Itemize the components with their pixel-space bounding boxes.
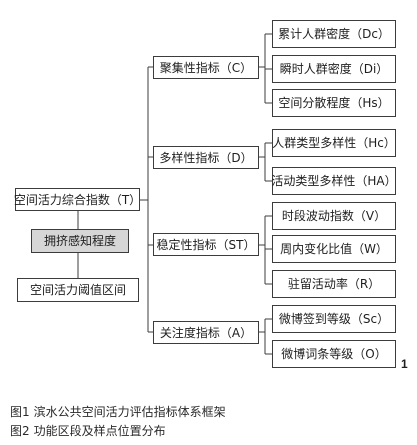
indicator-weekly-ratio: 周内变化比值（W） [272,235,396,263]
group-attention: 关注度指标（A） [153,321,259,344]
root-node: 空间活力综合指数（T） [14,188,141,211]
caption-number: 图2 [10,424,30,438]
group-stability: 稳定性指标（ST） [153,233,259,256]
indicator-activity-diversity: 活动类型多样性（HA） [271,167,397,195]
page-number: 1 [401,357,408,371]
caption-number: 图1 [10,405,30,419]
indicator-crowd-diversity: 人群类型多样性（Hc） [272,129,396,157]
indicator-stay-rate: 驻留活动率（R） [272,270,396,298]
indicator-period-fluctuation: 时段波动指数（V） [272,202,396,230]
caption-text: 滨水公共空间活力评估指标体系框架 [33,405,226,419]
group-diversity: 多样性指标（D） [153,146,259,169]
indicator-weibo-checkin: 微博签到等级（Sc） [272,305,396,333]
caption-text: 功能区段及样点位置分布 [33,424,166,438]
threshold-range-node: 空间活力阈值区间 [17,278,139,302]
indicator-weibo-entry: 微博词条等级（O） [272,340,396,368]
indicator-spatial-dispersion: 空间分散程度（Hs） [272,89,396,117]
indicator-cumulative-density: 累计人群密度（Dc） [272,20,396,48]
indicator-instant-density: 瞬时人群密度（Di） [272,55,396,83]
crowding-perception-node: 拥挤感知程度 [31,229,129,253]
group-aggregation: 聚集性指标（C） [153,56,259,79]
